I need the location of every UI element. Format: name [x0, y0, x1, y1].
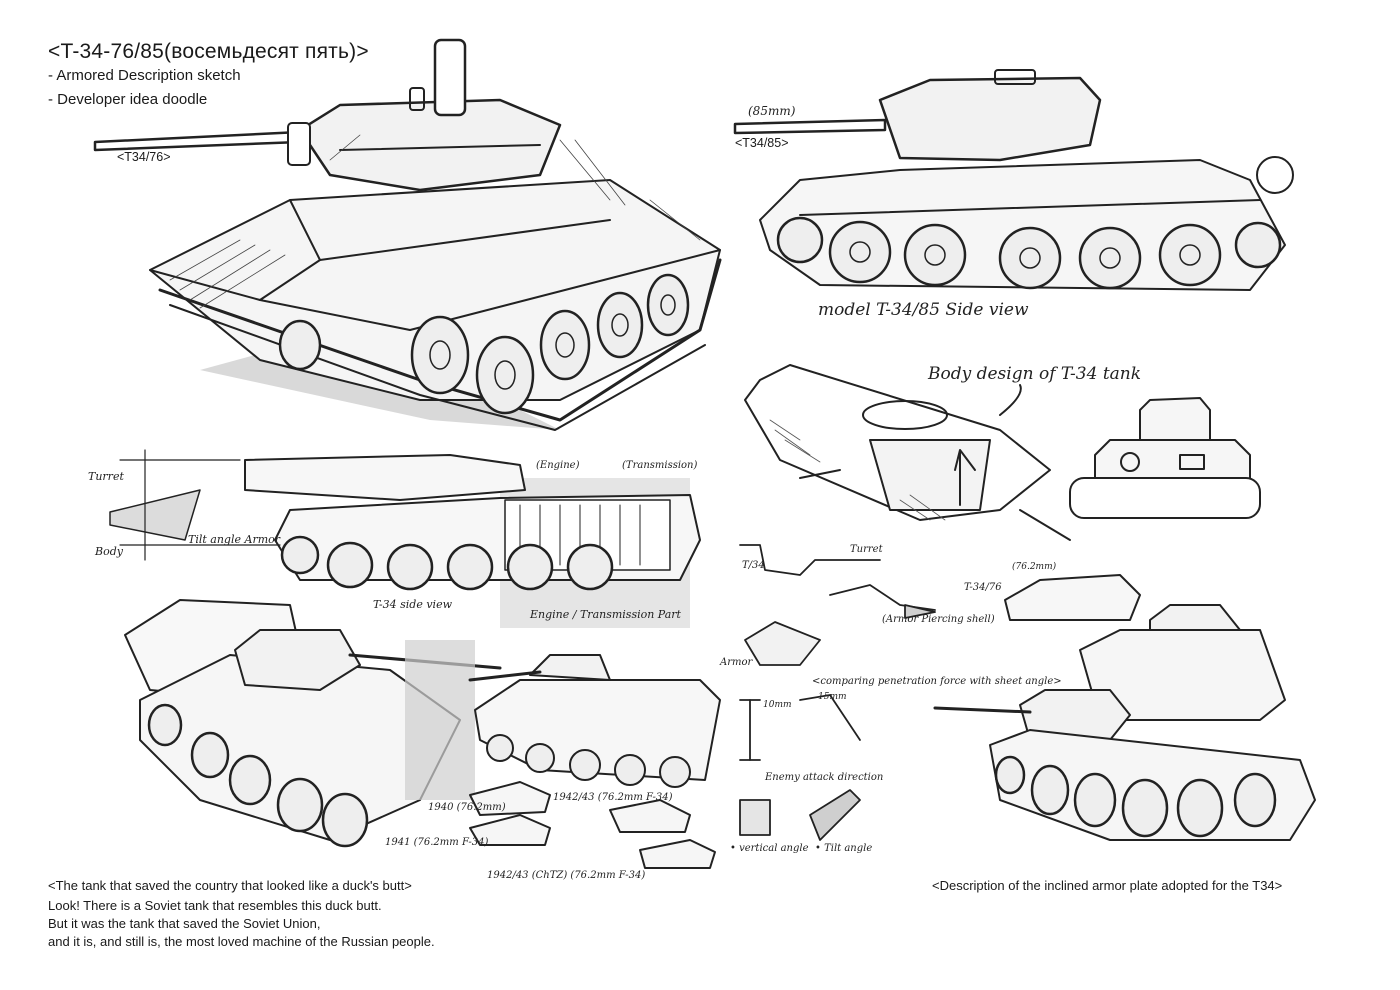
page-title: <T-34-76/85(восемьдесят пять)>	[48, 40, 369, 63]
caption-duck-butt: <The tank that saved the country that lo…	[48, 878, 412, 893]
label-comparing-penetration: <comparing penetration force with sheet …	[812, 676, 1062, 687]
label-engine: (Engine)	[536, 460, 580, 471]
label-turret-small: Turret	[850, 544, 883, 555]
subtitle-developer-doodle: - Developer idea doodle	[48, 91, 208, 108]
label-year-1941: 1941 (76.2mm F-34)	[385, 837, 489, 848]
label-tilt-angle-armor: Tilt angle Armor	[188, 533, 281, 546]
label-body-design: Body design of T-34 tank	[928, 364, 1142, 384]
body-text-line-1: Look! There is a Soviet tank that resemb…	[48, 898, 382, 913]
label-t34-85: <T34/85>	[735, 136, 789, 150]
label-10mm: 10mm	[763, 700, 792, 710]
label-year-1940: 1940 (76.2mm)	[428, 802, 506, 813]
body-design-diagram	[744, 364, 1071, 541]
label-armor-piercing-shell: (Armor Piercing shell)	[882, 614, 995, 625]
label-t34-76-small: T-34/76	[964, 582, 1002, 593]
tank-cutaway-side-view	[109, 449, 701, 628]
tank-t34-85-side-view	[733, 69, 1294, 291]
body-text-line-2: But it was the tank that saved the Sovie…	[48, 916, 321, 931]
label-year-1942-chtz: 1942/43 (ChTZ) (76.2mm F-34)	[487, 870, 646, 881]
label-year-1942: 1942/43 (76.2mm F-34)	[553, 792, 673, 803]
label-body: Body	[95, 545, 123, 558]
body-text-line-3: and it is, and still is, the most loved …	[48, 934, 435, 949]
label-vertical-angle: • vertical angle	[730, 843, 809, 854]
tank-t34-76-main-illustration	[93, 38, 722, 431]
label-transmission: (Transmission)	[622, 460, 698, 471]
caption-inclined-armor: <Description of the inclined armor plate…	[932, 878, 1283, 893]
subtitle-armored-description: - Armored Description sketch	[48, 67, 241, 84]
tank-right-perspective-stack	[933, 574, 1316, 841]
label-t34-76: <T34/76>	[117, 150, 171, 164]
label-enemy-attack-direction: Enemy attack direction	[765, 772, 884, 783]
tank-front-view	[1069, 397, 1261, 519]
label-engine-transmission-part: Engine / Transmission Part	[530, 608, 681, 621]
label-caliber-76mm: (76.2mm)	[1012, 562, 1057, 572]
tank-lower-perspective-group	[124, 599, 721, 869]
label-armor: Armor	[720, 657, 753, 668]
label-t34-small: T/34	[742, 560, 765, 571]
label-t34-side-view: T-34 side view	[373, 598, 452, 611]
label-15mm: 15mm	[818, 692, 847, 702]
label-caliber-85mm: (85mm)	[748, 104, 796, 118]
label-turret: Turret	[88, 470, 124, 483]
label-model-t34-85-side-view: model T-34/85 Side view	[818, 300, 1029, 320]
label-tilt-angle: • Tilt angle	[815, 843, 873, 854]
armor-angle-diagrams	[739, 544, 936, 841]
